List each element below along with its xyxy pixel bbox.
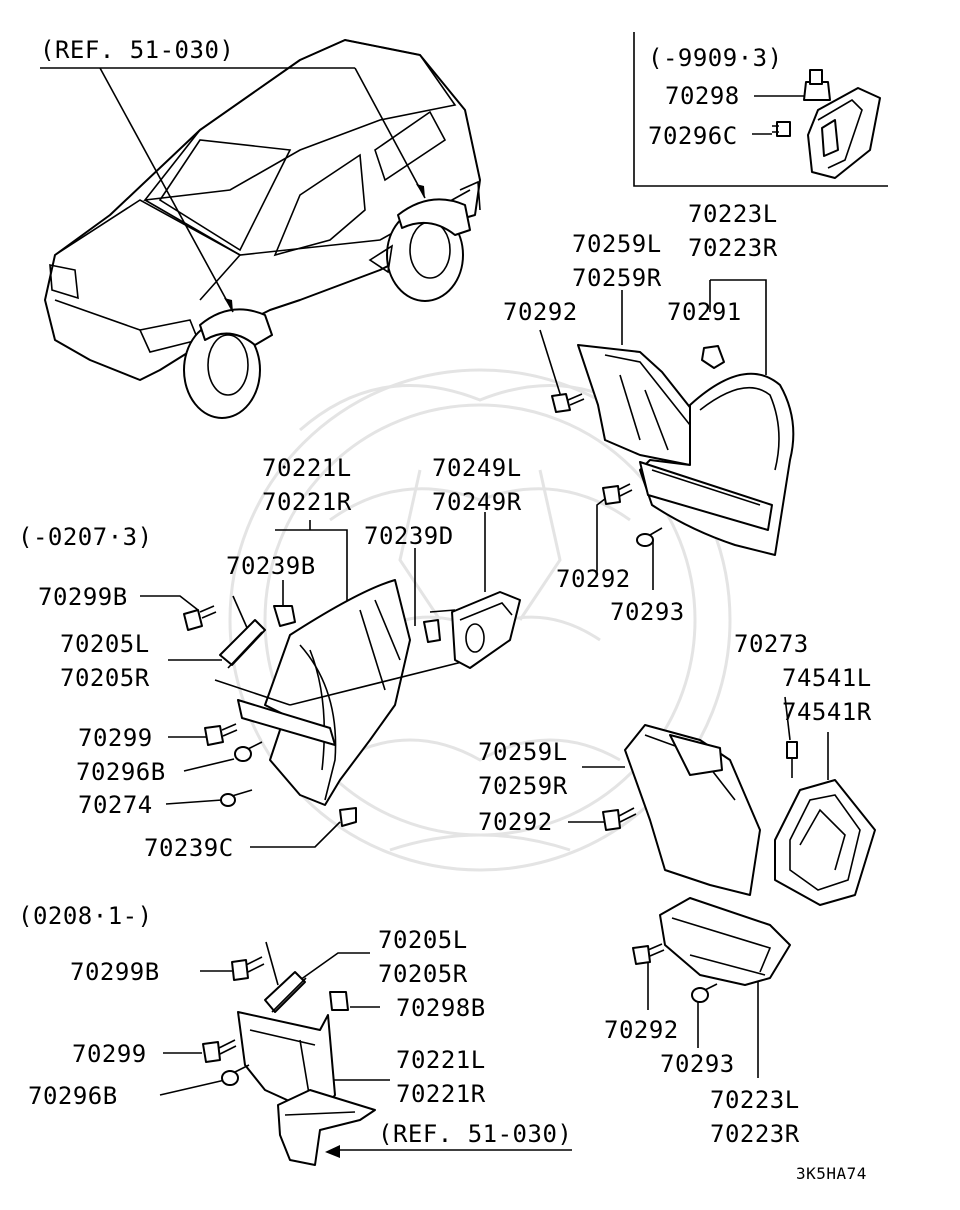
- part-label-70205L-b[interactable]: 70205L: [378, 926, 468, 954]
- part-label-70239D[interactable]: 70239D: [364, 522, 454, 550]
- part-label-70292-c[interactable]: 70292: [478, 808, 553, 836]
- figure-code: 3K5HA74: [796, 1164, 867, 1183]
- part-label-70296B-a[interactable]: 70296B: [76, 758, 166, 786]
- part-label-70293-b[interactable]: 70293: [660, 1050, 735, 1078]
- upper-right-assembly: [539, 279, 795, 590]
- mid-left-assembly: [140, 512, 521, 848]
- ref-top-leaders: [40, 67, 426, 313]
- lower-left-assembly: [159, 941, 572, 1166]
- vehicle-illustration: [44, 39, 481, 419]
- part-label-74541L[interactable]: 74541L: [782, 664, 872, 692]
- part-label-70296B-b[interactable]: 70296B: [28, 1082, 118, 1110]
- part-label-70292-a[interactable]: 70292: [503, 298, 578, 326]
- part-label-70221L-bot[interactable]: 70221L: [396, 1046, 486, 1074]
- part-label-70259R-mid[interactable]: 70259R: [478, 772, 568, 800]
- part-label-70239B[interactable]: 70239B: [226, 552, 316, 580]
- part-label-70299B-b[interactable]: 70299B: [70, 958, 160, 986]
- part-label-70259L-mid[interactable]: 70259L: [478, 738, 568, 766]
- part-label-70259R-top[interactable]: 70259R: [572, 264, 662, 292]
- part-label-70223R-bot[interactable]: 70223R: [710, 1120, 800, 1148]
- part-label-70223R-top[interactable]: 70223R: [688, 234, 778, 262]
- part-label-70298B[interactable]: 70298B: [396, 994, 486, 1022]
- part-label-70299B-a[interactable]: 70299B: [38, 583, 128, 611]
- part-label-70299-a[interactable]: 70299: [78, 724, 153, 752]
- part-label-70205R-a[interactable]: 70205R: [60, 664, 150, 692]
- inset-9909: [633, 32, 888, 187]
- part-label-70223L-bot[interactable]: 70223L: [710, 1086, 800, 1114]
- part-label-70292-d[interactable]: 70292: [604, 1016, 679, 1044]
- part-label-70299-b[interactable]: 70299: [72, 1040, 147, 1068]
- lower-right-assembly: [632, 897, 791, 1078]
- part-label-70298[interactable]: 70298: [665, 82, 740, 110]
- part-label-70205L-a[interactable]: 70205L: [60, 630, 150, 658]
- ref-label-bottom: (REF. 51-030): [378, 1120, 573, 1148]
- part-label-70221L-mid[interactable]: 70221L: [262, 454, 352, 482]
- part-label-70293-a[interactable]: 70293: [610, 598, 685, 626]
- part-label-70292-b[interactable]: 70292: [556, 565, 631, 593]
- part-label-70273[interactable]: 70273: [734, 630, 809, 658]
- ref-label-top: (REF. 51-030): [40, 36, 235, 64]
- part-label-70296C[interactable]: 70296C: [648, 122, 738, 150]
- part-label-70205R-b[interactable]: 70205R: [378, 960, 468, 988]
- range-label-0208: (0208·1-): [18, 902, 153, 930]
- range-label-0207: (-0207·3): [18, 523, 153, 551]
- range-label-9909: (-9909·3): [648, 44, 783, 72]
- part-label-74541R[interactable]: 74541R: [782, 698, 872, 726]
- part-label-70223L-top[interactable]: 70223L: [688, 200, 778, 228]
- part-label-70221R-mid[interactable]: 70221R: [262, 488, 352, 516]
- mid-right-assembly: [568, 696, 876, 906]
- part-label-70259L-top[interactable]: 70259L: [572, 230, 662, 258]
- part-label-70249L[interactable]: 70249L: [432, 454, 522, 482]
- part-label-70249R[interactable]: 70249R: [432, 488, 522, 516]
- part-label-70291[interactable]: 70291: [667, 298, 742, 326]
- part-label-70274[interactable]: 70274: [78, 791, 153, 819]
- part-label-70221R-bot[interactable]: 70221R: [396, 1080, 486, 1108]
- part-label-70239C[interactable]: 70239C: [144, 834, 234, 862]
